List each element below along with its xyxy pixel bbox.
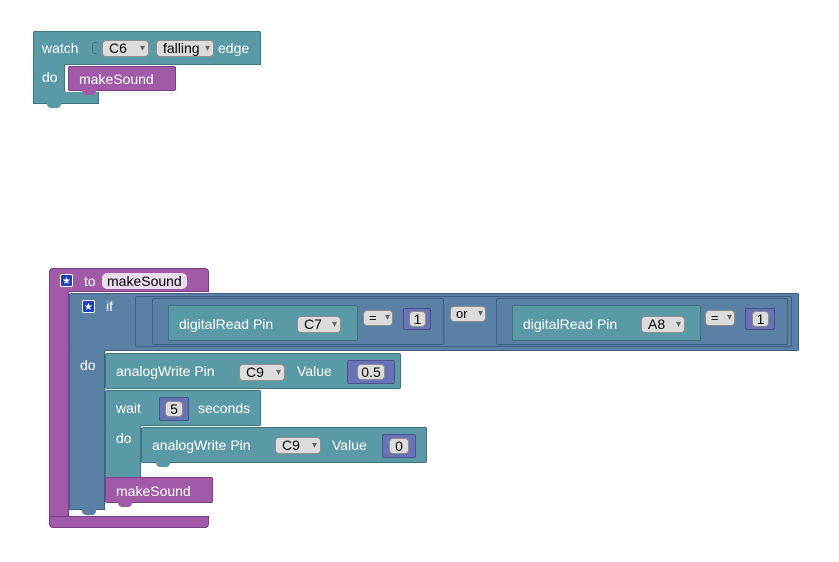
watch-do-label: do: [42, 69, 58, 85]
compare-value-2[interactable]: 1: [752, 311, 769, 327]
input-connector: [92, 42, 97, 54]
makesound-call-notch: [118, 502, 132, 507]
if-do-label: do: [80, 357, 96, 373]
call-label: makeSound: [79, 71, 154, 87]
value-label-2: Value: [332, 437, 367, 453]
watch-block-bottom: [33, 92, 99, 104]
wait-do-rail: do: [105, 425, 141, 478]
logic-op-dropdown[interactable]: or: [450, 306, 486, 322]
watch-block[interactable]: watch C6 falling edge: [33, 31, 261, 65]
compare-op-dropdown-2[interactable]: =: [705, 310, 735, 326]
digitalread-block-2[interactable]: digitalRead Pin A8: [512, 305, 701, 341]
watch-pin-dropdown[interactable]: C6: [102, 40, 149, 57]
analogwrite-block-1[interactable]: analogWrite Pin C9 Value 0.5: [105, 353, 401, 389]
watch-pin-value: C6: [109, 40, 127, 56]
makesound-call-label: makeSound: [116, 483, 191, 499]
if-do-rail: do: [69, 350, 105, 510]
if-bottom-notch: [82, 509, 96, 515]
compare-value-1[interactable]: 1: [409, 311, 426, 327]
seconds-label: seconds: [198, 400, 251, 416]
function-definition-block[interactable]: ★ to makeSound: [49, 268, 209, 292]
analogwrite-label-1: analogWrite Pin: [116, 363, 215, 379]
wait-label: wait: [116, 400, 141, 416]
logic-op-value: or: [456, 306, 468, 321]
edge-label: edge: [218, 40, 250, 56]
analogwrite-pin-2: C9: [282, 437, 300, 453]
analogwrite-pin-dropdown-1[interactable]: C9: [239, 364, 285, 381]
analogwrite-2-notch: [156, 462, 170, 467]
function-name-field[interactable]: makeSound: [102, 273, 187, 289]
watch-bottom-notch: [47, 103, 61, 108]
digitalread-pin-dropdown-1[interactable]: C7: [297, 316, 341, 333]
wait-block[interactable]: wait 5 seconds: [105, 390, 261, 426]
compare-op-value-1: =: [369, 310, 377, 325]
digitalread-block-1[interactable]: digitalRead Pin C7: [168, 305, 358, 341]
analogwrite-label-2: analogWrite Pin: [152, 437, 251, 453]
analogwrite-pin-1: C9: [246, 364, 264, 380]
wait-seconds-value[interactable]: 5: [165, 401, 183, 417]
wait-do-label: do: [116, 430, 132, 446]
if-label: if: [106, 298, 113, 314]
mutator-gear-icon[interactable]: ★: [60, 274, 73, 287]
to-label: to: [84, 273, 96, 289]
analogwrite-block-2[interactable]: analogWrite Pin C9 Value 0: [141, 427, 427, 463]
value-label-1: Value: [297, 363, 332, 379]
makesound-call-block[interactable]: makeSound: [105, 477, 213, 503]
function-left-rail: [49, 291, 69, 517]
edge-type-value: falling: [163, 40, 200, 56]
watch-label: watch: [42, 40, 79, 56]
analogwrite-pin-dropdown-2[interactable]: C9: [275, 437, 321, 454]
compare-op-value-2: =: [711, 310, 719, 325]
function-bottom-bar: [49, 516, 209, 528]
analogwrite-value-2[interactable]: 0: [389, 438, 409, 454]
digitalread-label-2: digitalRead Pin: [523, 316, 618, 332]
analogwrite-value-1[interactable]: 0.5: [357, 364, 385, 380]
if-mutator-gear-icon[interactable]: ★: [82, 300, 95, 313]
edge-type-dropdown[interactable]: falling: [156, 40, 214, 57]
digitalread-label-1: digitalRead Pin: [179, 316, 274, 332]
call-notch: [82, 90, 96, 95]
digitalread-pin-2: A8: [648, 316, 666, 332]
watch-call-makesound[interactable]: makeSound: [68, 66, 176, 91]
compare-op-dropdown-1[interactable]: =: [363, 310, 393, 326]
digitalread-pin-dropdown-2[interactable]: A8: [641, 316, 685, 333]
digitalread-pin-1: C7: [304, 316, 322, 332]
